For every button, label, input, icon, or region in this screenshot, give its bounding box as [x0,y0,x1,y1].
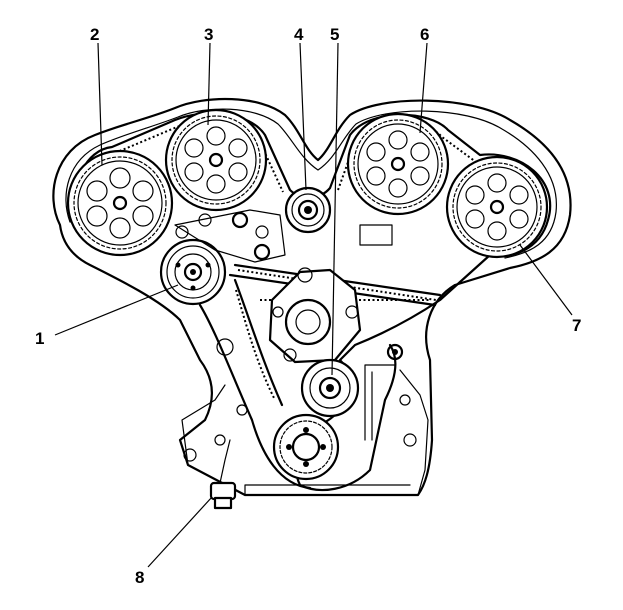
camshaft-sprocket-right-rear [445,155,549,259]
bolt-lower-right [399,394,417,447]
leader-7 [519,244,573,316]
water-pump-housing [268,267,362,364]
callout-labels: 1 2 3 4 5 6 7 8 [35,25,581,587]
camshaft-sprocket-left-front [164,108,268,212]
leader-5 [331,42,339,376]
leader-2 [97,42,103,166]
bolt-lower-left [183,404,248,462]
leader-3 [207,42,211,126]
idler-pulley [284,186,332,234]
callout-5: 5 [330,25,339,44]
engine-bracket-center [174,209,286,263]
crankshaft-sprocket [272,413,340,481]
camshaft-sprocket-left-rear [66,149,174,257]
leader-6 [419,42,428,134]
lower-idler-pulley [300,358,360,418]
callout-7: 7 [572,316,581,335]
camshaft-sprocket-right-front [346,112,450,216]
crankshaft-position-sensor [209,439,237,510]
leader-lines [54,42,573,568]
engine-front-cover [52,97,572,497]
callout-8: 8 [135,568,144,587]
leader-4 [299,42,307,191]
callout-3: 3 [204,25,213,44]
leader-1 [54,284,179,336]
callout-4: 4 [294,25,304,44]
dipstick-tube [364,364,396,441]
callout-1: 1 [35,329,44,348]
bolt-right-upper [386,343,404,361]
bolt-left-mid [216,338,234,356]
tensioner-pulley [159,238,227,306]
rectangular-cutout [359,224,393,246]
callout-2: 2 [90,25,99,44]
leader-8 [147,496,213,568]
callout-6: 6 [420,25,429,44]
